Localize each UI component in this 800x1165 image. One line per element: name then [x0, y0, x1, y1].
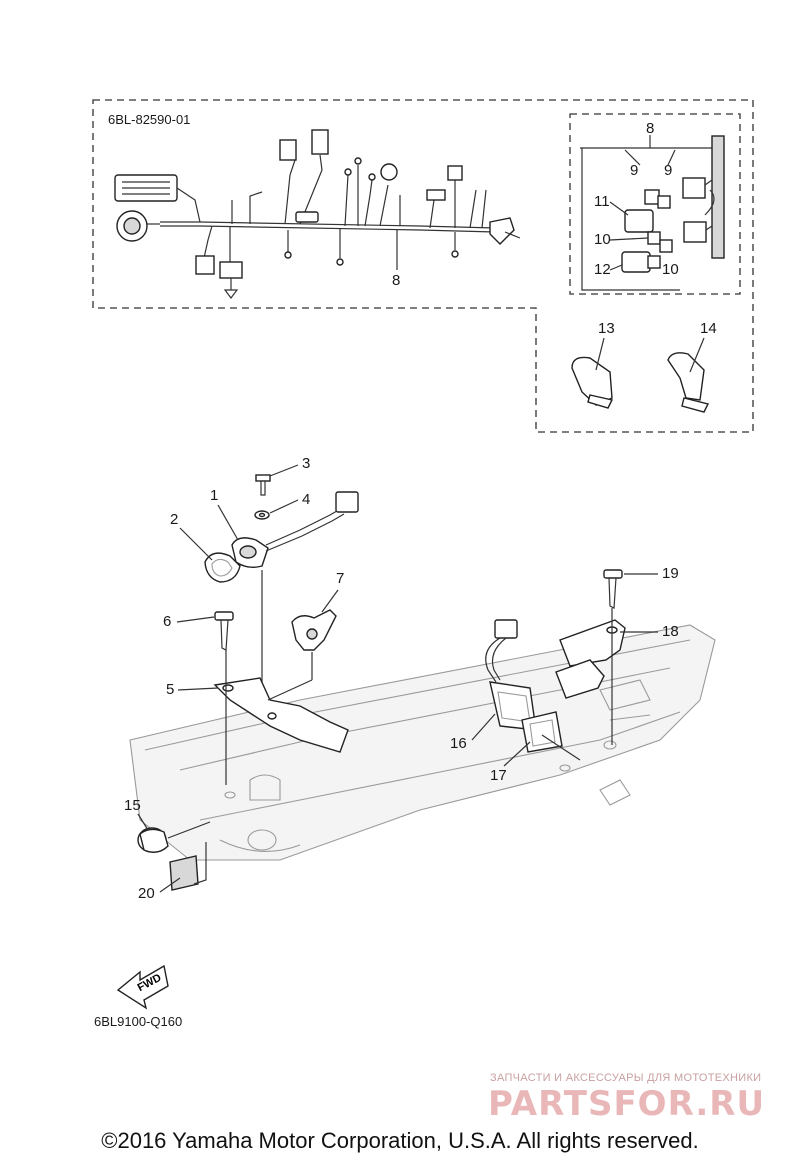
callout-19: 19 [662, 565, 679, 582]
callout-5: 5 [166, 681, 174, 698]
callout-16: 16 [450, 735, 467, 752]
callout-10a: 10 [594, 231, 611, 248]
part-20-label [169, 855, 199, 891]
callout-9b: 9 [664, 162, 672, 179]
part-2-seal [204, 552, 241, 583]
lower-cowling [129, 624, 716, 861]
part-16-lead-connector [485, 619, 537, 731]
part-3-screw [255, 474, 271, 496]
callout-11: 11 [594, 193, 610, 210]
part-5-bracket [213, 677, 349, 753]
callout-17: 17 [490, 767, 507, 784]
fwd-arrow: FWD [116, 964, 169, 1010]
clip-13 [571, 356, 614, 409]
part-6-screw [214, 611, 234, 651]
assembly-code: 6BL-82590-01 [108, 112, 190, 127]
callout-1: 1 [210, 487, 218, 504]
part-18-holder [555, 619, 626, 699]
copyright-notice: ©2016 Yamaha Motor Corporation, U.S.A. A… [101, 1128, 699, 1153]
callout-14: 14 [700, 320, 717, 337]
watermark-tagline: ЗАПЧАСТИ И АКСЕССУАРЫ ДЛЯ МОТОТЕХНИКИ [490, 1072, 762, 1084]
part-1-grommet-lead [231, 491, 359, 569]
callout-13: 13 [598, 320, 615, 337]
diagram-code: 6BL9100-Q160 [94, 1014, 182, 1029]
connector-detail [580, 135, 725, 291]
part-4-washer [254, 510, 270, 520]
part-19-screw [603, 569, 623, 609]
clip-14 [667, 352, 710, 413]
callout-3: 3 [302, 455, 310, 472]
callout-7: 7 [336, 570, 344, 587]
wire-harness [114, 129, 521, 299]
callout-18: 18 [662, 623, 679, 640]
callout-2: 2 [170, 511, 178, 528]
callout-12: 12 [594, 261, 611, 278]
callout-4: 4 [302, 491, 310, 508]
callout-9a: 9 [630, 162, 638, 179]
callout-6: 6 [163, 613, 171, 630]
watermark-brand: PARTSFOR.RU [488, 1084, 766, 1124]
assembly-frame [92, 99, 754, 433]
callout-8-harness: 8 [392, 272, 400, 289]
connector-detail-frame [569, 113, 741, 295]
part-17-grommet [521, 711, 563, 753]
part-15-plug [137, 827, 169, 853]
callout-20: 20 [138, 885, 155, 902]
callout-10b: 10 [662, 261, 679, 278]
part-7-clamp [291, 609, 337, 651]
callout-8-detail: 8 [646, 120, 654, 137]
callout-15: 15 [124, 797, 141, 814]
